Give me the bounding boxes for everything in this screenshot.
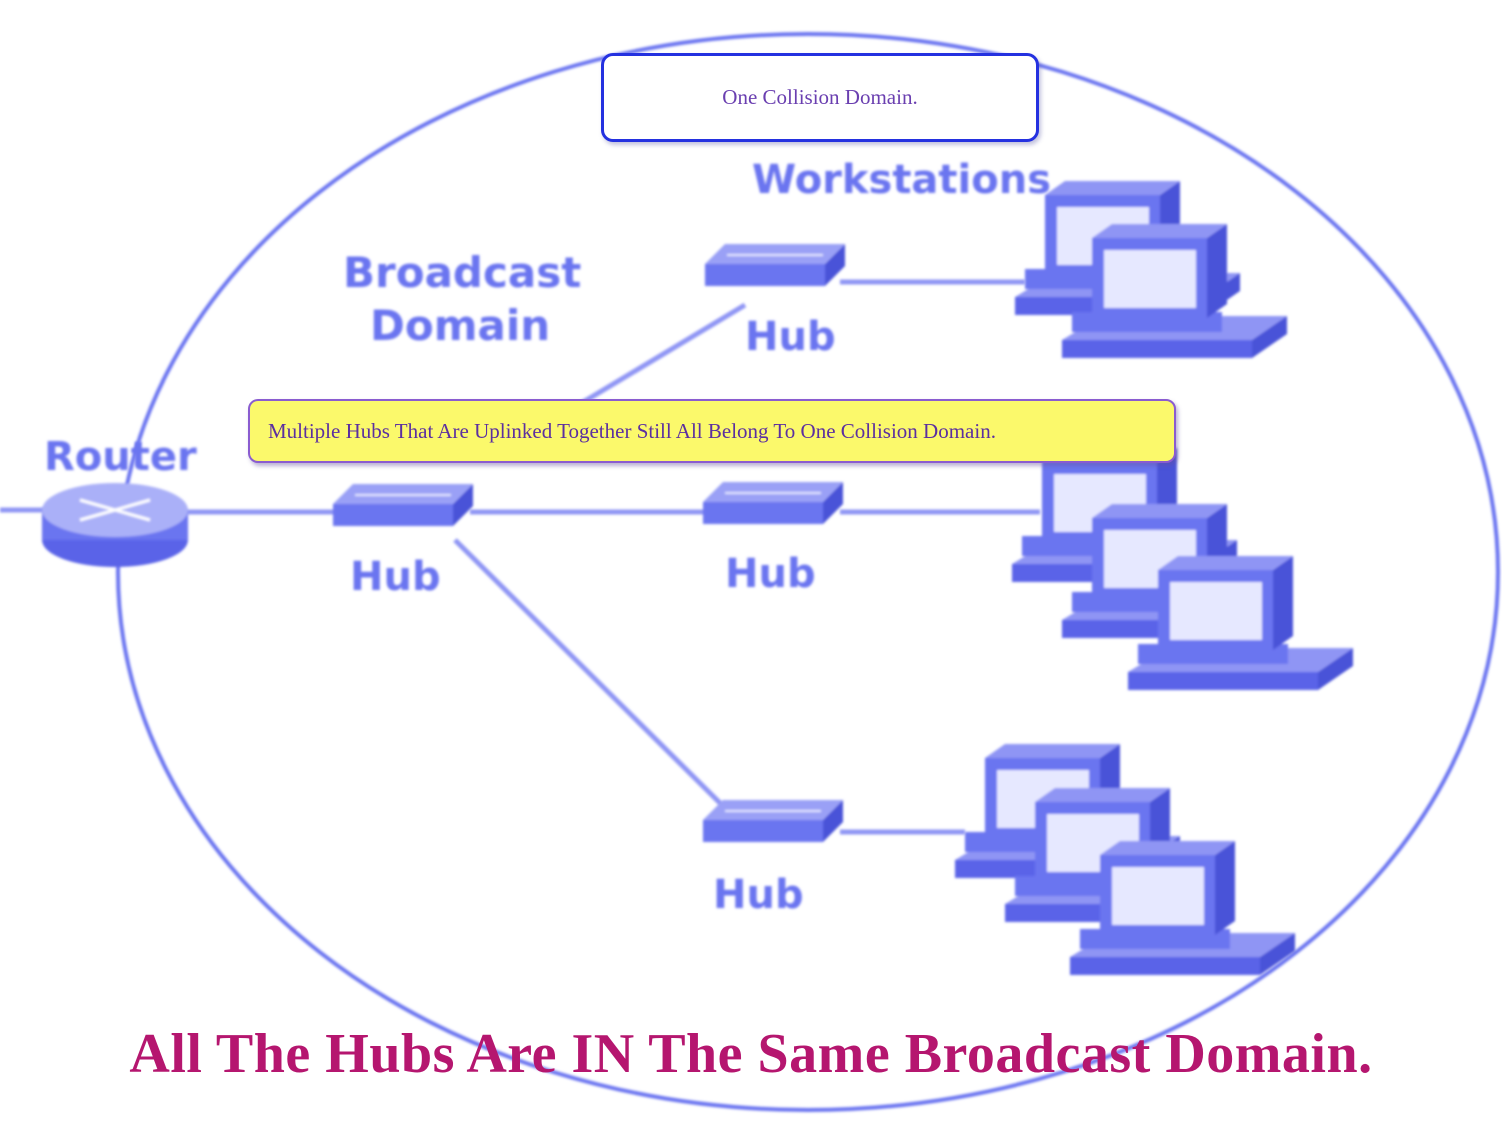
collision-domain-callout-text: One Collision Domain.: [722, 85, 918, 109]
workstation-group-top: [1015, 181, 1287, 358]
hub-top-label: Hub: [745, 314, 836, 360]
broadcast-domain-label-line2: Domain: [370, 301, 550, 350]
workstation-icon: [1070, 841, 1295, 975]
workstation-group-middle: [1012, 448, 1353, 690]
hub-bottom-label: Hub: [713, 872, 804, 918]
router-icon: [42, 483, 188, 567]
hub-main-label: Hub: [350, 554, 441, 600]
link-hub-hub-top: [568, 302, 747, 413]
collision-domain-callout: One Collision Domain.: [601, 53, 1039, 142]
uplinked-hubs-callout: Multiple Hubs That Are Uplinked Together…: [248, 399, 1176, 463]
router-label: Router: [44, 434, 197, 480]
workstation-group-bottom: [955, 744, 1295, 975]
broadcast-domain-caption: All The Hubs Are IN The Same Broadcast D…: [129, 1023, 1373, 1085]
hub-middle-label: Hub: [725, 551, 816, 597]
hub-bottom-icon: [702, 799, 844, 843]
broadcast-domain-label-line1: Broadcast: [343, 248, 581, 297]
uplinked-hubs-callout-text: Multiple Hubs That Are Uplinked Together…: [268, 418, 996, 443]
hub-middle-icon: [702, 481, 844, 525]
hub-top-icon: [704, 243, 846, 287]
workstation-icon: [1062, 224, 1287, 358]
link-hub-hub-bottom: [453, 538, 727, 810]
workstation-icon: [1128, 556, 1353, 690]
hub-main-icon: [332, 483, 474, 527]
workstations-label: Workstations: [752, 157, 1051, 203]
broadcast-domain-ellipse: [116, 32, 1500, 1112]
